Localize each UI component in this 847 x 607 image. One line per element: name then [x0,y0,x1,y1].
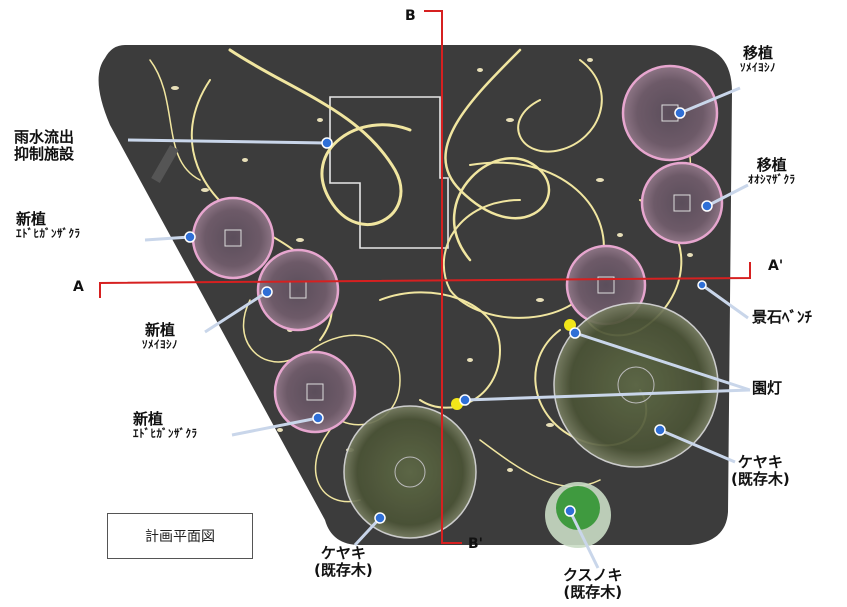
label-kusunoki: クスノキ (既存木) [563,566,623,602]
kusunoki-tree [545,482,611,548]
label-new-somei: 新植 ｿﾒｲﾖｼﾉ [142,321,178,352]
label-keyaki-bottom: ケヤキ (既存木) [314,544,373,580]
sakura-tree-transplant-somei [621,64,719,162]
section-label-b: B [405,8,416,24]
keyaki-tree-bottom [343,405,477,539]
section-label-a: A [73,279,84,295]
label-transplant-somei: 移植 ｿﾒｲﾖｼﾉ [740,44,776,75]
section-line-b [424,10,462,544]
sakura-tree-new-edohigan-bottom [273,350,357,434]
label-rain-facility: 雨水流出 抑制施設 [14,128,75,164]
sakura-tree-transplant-oshima [640,161,724,245]
section-line-a [99,262,751,298]
pointer-markers [184,107,713,524]
label-keiseki-bench: 景石ﾍﾞﾝﾁ [752,308,813,326]
section-label-b-prime: B' [468,536,483,552]
label-new-edohigan-top: 新植 ｴﾄﾞﾋｶﾞﾝｻﾞｸﾗ [16,210,81,241]
label-keyaki-right: ケヤキ (既存木) [731,453,790,489]
label-lamp: 園灯 [752,379,783,397]
sakura-tree-new-edohigan-top [191,196,275,280]
label-transplant-oshima: 移植 ｵｵｼﾏｻﾞｸﾗ [748,156,796,187]
label-new-edohigan-bottom: 新植 ｴﾄﾞﾋｶﾞﾝｻﾞｸﾗ [133,410,198,441]
keyaki-tree-right [553,302,719,468]
section-label-a-prime: A' [768,258,784,274]
rain-facility-outline [329,96,449,249]
caption-text: 計画平面図 [145,529,215,545]
leader-lines [127,86,751,569]
scattered-stones [171,58,693,472]
edge-structure [151,145,179,183]
caption-box: 計画平面図 [107,513,253,559]
